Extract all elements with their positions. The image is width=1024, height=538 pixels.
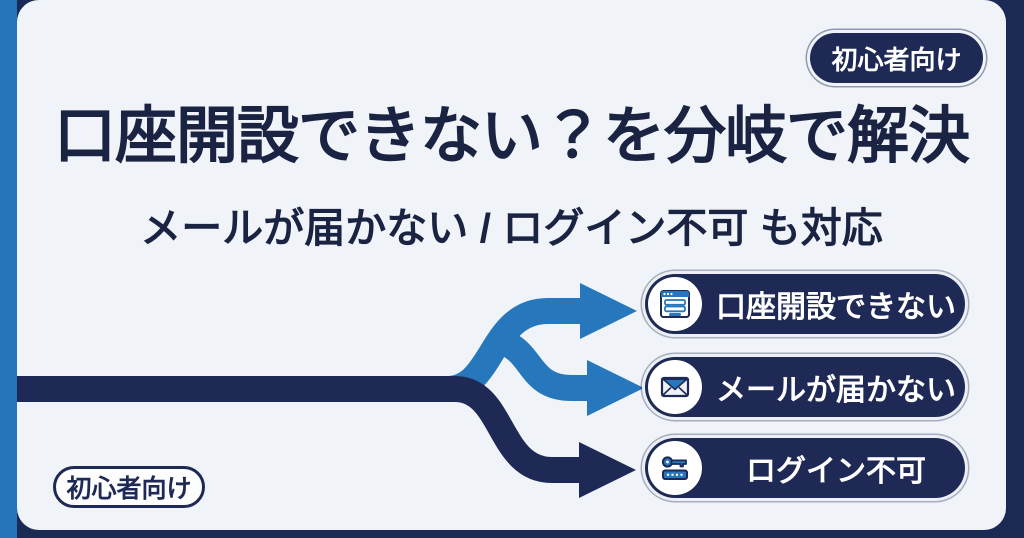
- key-icon: [648, 441, 702, 495]
- branch-pill-label: メールが届かない: [716, 374, 956, 407]
- beginner-badge-top-label: 初心者向け: [831, 44, 962, 75]
- branch-pill-login[interactable]: ログイン不可: [645, 438, 965, 498]
- beginner-badge-bottom: 初心者向け: [53, 466, 205, 508]
- branch-pill-label: ログイン不可: [746, 455, 926, 488]
- branch-pill-label: 口座開設できない: [716, 291, 956, 324]
- beginner-badge-bottom-label: 初心者向け: [66, 475, 192, 503]
- mail-icon: [648, 360, 702, 414]
- branch-arrow-navy-bottom: [17, 376, 636, 498]
- beginner-badge-top: 初心者向け: [810, 33, 983, 83]
- branch-pill-account-open[interactable]: 口座開設できない: [645, 274, 965, 334]
- left-accent-band: [0, 0, 17, 538]
- branch-arrow-blue-middle: [497, 329, 644, 416]
- branch-pill-mail[interactable]: メールが届かない: [645, 357, 965, 417]
- form-icon: [648, 277, 702, 331]
- page-title: 口座開設できない？を分岐で解決: [53, 102, 970, 171]
- page-subtitle: メールが届かない / ログイン不可 も対応: [140, 205, 883, 251]
